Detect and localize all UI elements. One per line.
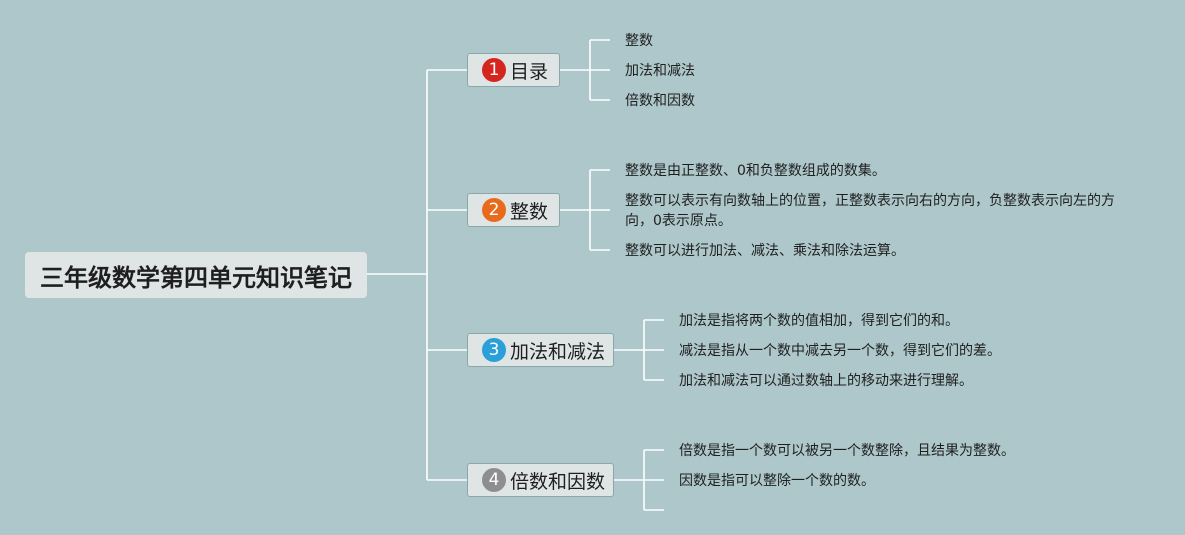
root-topic[interactable]: 三年级数学第四单元知识笔记 [25,252,367,298]
number-badge: 2 [482,198,506,222]
number-badge: 4 [482,468,506,492]
leaf-topic[interactable]: 加法和减法 [625,63,695,79]
leaf-topic[interactable]: 加法和减法可以通过数轴上的移动来进行理解。 [679,373,973,389]
leaf-topic[interactable]: 整数 [625,33,653,49]
leaf-topic[interactable]: 整数可以表示有向数轴上的位置，正整数表示向右的方向，负整数表示向左的方向，0表示… [625,193,1115,229]
branch-addition-subtraction[interactable]: 3 加法和减法 [467,333,614,367]
branch-contents[interactable]: 1 目录 [467,53,560,87]
leaf-topic[interactable]: 因数是指可以整除一个数的数。 [679,473,875,489]
leaf-topic[interactable]: 加法是指将两个数的值相加，得到它们的和。 [679,313,959,329]
branch-label: 加法和减法 [510,340,606,363]
branch-label: 倍数和因数 [510,470,606,493]
branch-multiples-factors[interactable]: 4 倍数和因数 [467,463,614,497]
branch-label: 整数 [510,200,549,223]
leaf-topic[interactable]: 整数是由正整数、0和负整数组成的数集。 [625,163,886,179]
leaf-topic[interactable]: 倍数和因数 [625,93,695,109]
branch-integers[interactable]: 2 整数 [467,193,560,227]
branch-label: 目录 [510,60,549,83]
leaf-topic[interactable]: 减法是指从一个数中减去另一个数，得到它们的差。 [679,343,1001,359]
leaf-topic[interactable]: 整数可以进行加法、减法、乘法和除法运算。 [625,243,905,259]
number-badge: 1 [482,58,506,82]
number-badge: 3 [482,338,506,362]
leaf-topic[interactable]: 倍数是指一个数可以被另一个数整除，且结果为整数。 [679,443,1015,459]
